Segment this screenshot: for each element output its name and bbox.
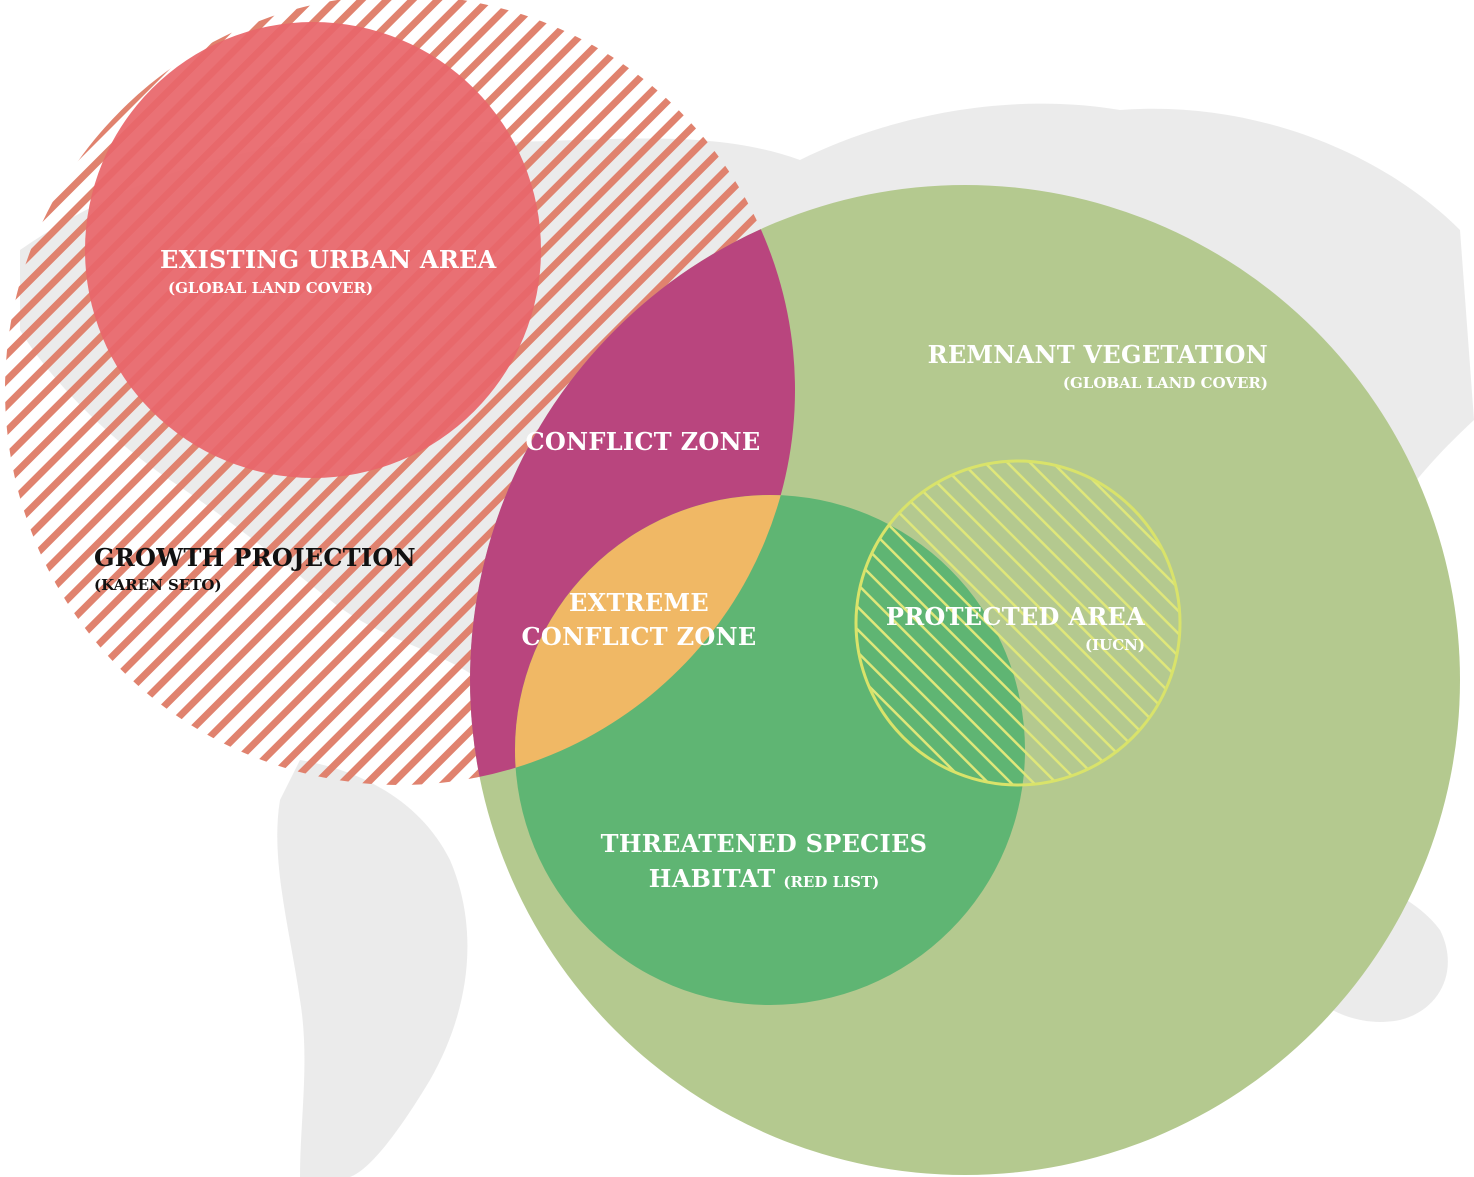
growth-title: GROWTH PROJECTION xyxy=(94,543,416,572)
protected-area-circle xyxy=(854,459,1182,787)
species-subtitle: (RED LIST) xyxy=(783,873,879,891)
species-habitat-word: HABITAT xyxy=(649,864,776,893)
extreme-line2: CONFLICT ZONE xyxy=(522,622,757,651)
urban-label: EXISTING URBAN AREA (GLOBAL LAND COVER) xyxy=(160,245,497,297)
species-line2: HABITAT (RED LIST) xyxy=(649,864,880,893)
urban-subtitle: (GLOBAL LAND COVER) xyxy=(168,279,373,297)
vegetation-subtitle: (GLOBAL LAND COVER) xyxy=(1063,374,1268,392)
extreme-line1: EXTREME xyxy=(569,588,709,617)
species-line1: THREATENED SPECIES xyxy=(601,829,928,858)
extreme-conflict-zone-region xyxy=(515,495,795,785)
conflict-label: CONFLICT ZONE xyxy=(526,427,761,456)
conflict-title: CONFLICT ZONE xyxy=(526,427,761,456)
species-label: THREATENED SPECIES HABITAT (RED LIST) xyxy=(601,829,928,893)
protected-subtitle: (IUCN) xyxy=(1085,636,1145,654)
vegetation-title: REMNANT VEGETATION xyxy=(928,340,1268,369)
urban-title: EXISTING URBAN AREA xyxy=(160,245,497,274)
protected-title: PROTECTED AREA xyxy=(886,602,1145,631)
existing-urban-area-circle xyxy=(85,22,541,478)
extreme-label: EXTREME CONFLICT ZONE xyxy=(522,588,757,651)
growth-subtitle: (KAREN SETO) xyxy=(94,576,222,594)
protected-label: PROTECTED AREA (IUCN) xyxy=(886,602,1145,654)
vegetation-label: REMNANT VEGETATION (GLOBAL LAND COVER) xyxy=(928,340,1268,392)
growth-label: GROWTH PROJECTION (KAREN SETO) xyxy=(94,543,416,594)
